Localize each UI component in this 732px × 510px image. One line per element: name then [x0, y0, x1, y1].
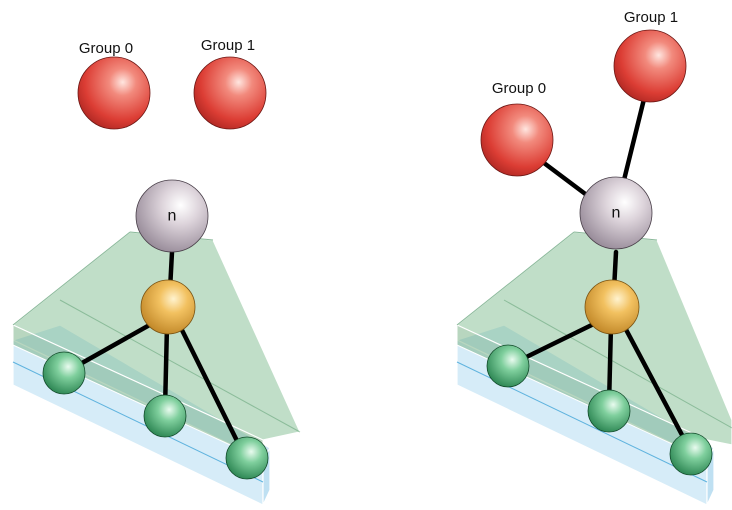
- edge-group1-n: [621, 92, 648, 183]
- node-n-label: n: [168, 208, 177, 225]
- leaf-node: [225, 436, 269, 480]
- group-0-node: [77, 56, 151, 130]
- leaf-node: [42, 351, 86, 395]
- edge-parent-leaf-3: [619, 319, 693, 453]
- parent-node: [140, 279, 196, 335]
- left-panel: Group 0 Group 1 n: [11, 37, 301, 506]
- node-n-label: n: [612, 205, 621, 222]
- group-1-node: [613, 29, 687, 103]
- leaf-node: [669, 432, 713, 476]
- leaf-node: [587, 389, 631, 433]
- edge-parent-leaf-3: [175, 319, 247, 458]
- group-1-node: [193, 56, 267, 130]
- parent-node: [584, 279, 640, 335]
- node-n: [135, 179, 209, 253]
- group-1-label: Group 1: [201, 37, 255, 54]
- group-0-label: Group 0: [79, 40, 133, 57]
- group-1-label: Group 1: [624, 9, 678, 26]
- leaf-node: [486, 344, 530, 388]
- group-0-node: [480, 103, 554, 177]
- group-0-label: Group 0: [492, 80, 546, 97]
- right-panel: Group 0 Group 1 n: [455, 9, 732, 506]
- leaf-node: [143, 394, 187, 438]
- node-n: [579, 176, 653, 250]
